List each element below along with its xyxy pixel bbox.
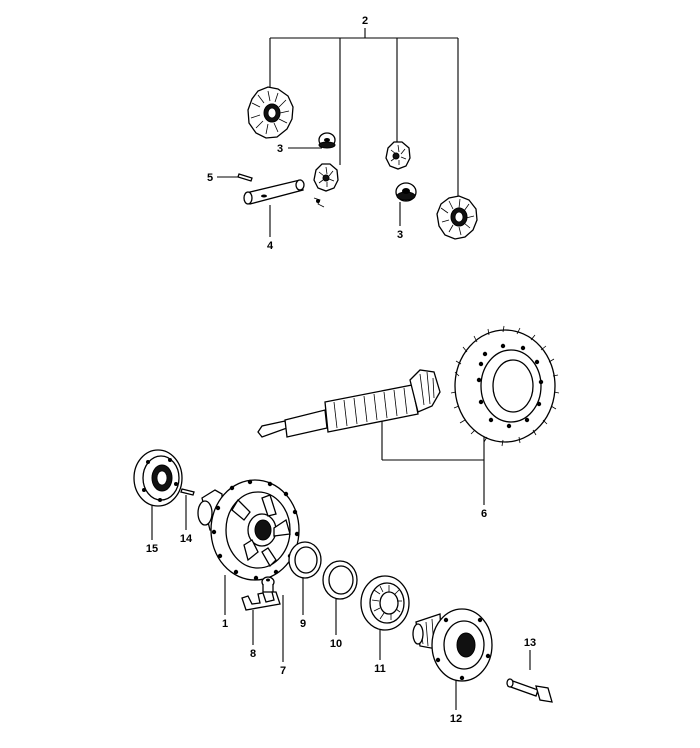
shim-ring (288, 541, 322, 579)
callout-3-right: 3 (397, 229, 403, 241)
callout-5: 5 (207, 172, 213, 184)
differential-cross-pin (243, 179, 305, 205)
thrust-washer-left (318, 132, 336, 149)
callout-2: 2 (362, 15, 368, 27)
pinion-gear-center (313, 163, 339, 208)
callout-14: 14 (180, 533, 193, 545)
callout-1: 1 (222, 618, 228, 630)
pinion-gear-right (385, 141, 411, 170)
callout-13: 13 (524, 637, 536, 649)
side-gear-right (436, 195, 478, 240)
callout-15: 15 (146, 543, 158, 555)
callout-10: 10 (330, 638, 342, 650)
bolt-small (261, 576, 275, 593)
oil-seal-flange (133, 449, 183, 507)
callout-12: 12 (450, 713, 462, 725)
callout-3-left: 3 (277, 143, 283, 155)
dowel-pin (180, 488, 195, 496)
callout-6: 6 (481, 508, 487, 520)
callout-labels: 2 3 3 5 4 6 15 14 1 8 7 9 10 11 12 13 (146, 15, 536, 725)
roll-pin (237, 173, 253, 182)
callout-7: 7 (280, 665, 286, 677)
ring-gear (450, 325, 560, 447)
pinion-shaft (257, 369, 441, 438)
differential-housing (197, 479, 300, 581)
flange-bolt (506, 678, 553, 703)
taper-roller-bearing (360, 575, 410, 631)
thrust-washer-right (395, 182, 417, 202)
output-flange (412, 608, 493, 682)
callout-4: 4 (267, 240, 274, 252)
lock-plate (241, 591, 281, 611)
callout-9: 9 (300, 618, 306, 630)
leader-lines (151, 28, 531, 710)
side-gear-left (247, 86, 294, 139)
callout-11: 11 (374, 663, 386, 675)
callout-8: 8 (250, 648, 256, 660)
spacer-ring (322, 560, 358, 600)
